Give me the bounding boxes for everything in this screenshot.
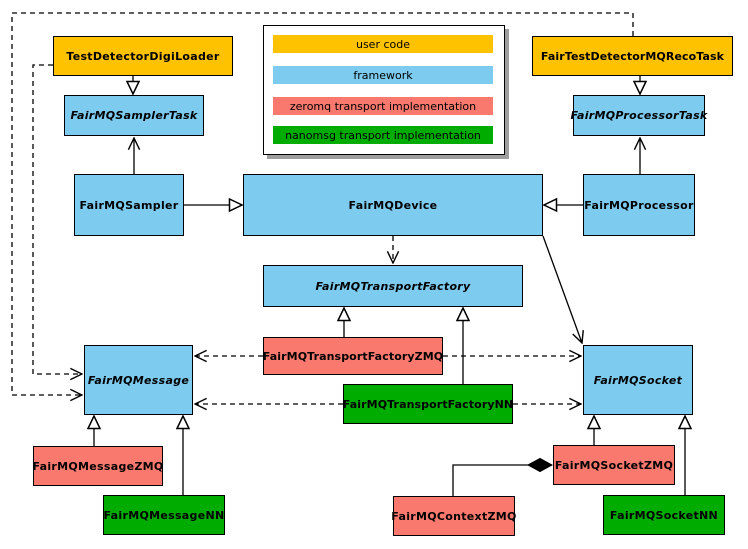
node-fairmq-sampler-task: FairMQSamplerTask: [64, 95, 204, 136]
edge-device-socket: [542, 235, 582, 343]
node-fairmq-transport-factory-zmq: FairMQTransportFactoryZMQ: [263, 337, 443, 375]
node-fairmq-sampler: FairMQSampler: [74, 174, 184, 236]
edge-contextzmq-socketzmq: [452, 465, 552, 496]
node-fairmq-context-zmq: FairMQContextZMQ: [391, 496, 516, 536]
legend-item-framework: framework: [273, 66, 493, 84]
node-fair-test-detector-mq-reco-task: FairTestDetectorMQRecoTask: [532, 36, 733, 76]
node-fairmq-processor: FairMQProcessor: [583, 174, 695, 236]
node-fairmq-message-zmq: FairMQMessageZMQ: [32, 446, 163, 486]
node-fairmq-socket-nn: FairMQSocketNN: [603, 495, 725, 535]
node-fairmq-transport-factory: FairMQTransportFactory: [263, 265, 523, 307]
node-fairmq-message: FairMQMessage: [84, 345, 193, 415]
node-fairmq-socket-zmq: FairMQSocketZMQ: [553, 445, 675, 485]
node-fairmq-processor-task: FairMQProcessorTask: [570, 95, 707, 136]
node-test-detector-digi-loader: TestDetectorDigiLoader: [53, 36, 233, 76]
legend-item-nanomsg: nanomsg transport implementation: [273, 126, 493, 144]
node-fairmq-socket: FairMQSocket: [583, 345, 693, 415]
node-fairmq-device: FairMQDevice: [243, 174, 543, 236]
node-fairmq-transport-factory-nn: FairMQTransportFactoryNN: [343, 384, 513, 424]
legend: user code framework zeromq transport imp…: [263, 25, 505, 155]
node-fairmq-message-nn: FairMQMessageNN: [103, 495, 225, 535]
legend-item-user-code: user code: [273, 35, 493, 53]
edge-digiloader-message: [32, 64, 82, 374]
edge-recotask-message: [11, 12, 634, 395]
legend-item-zeromq: zeromq transport implementation: [273, 97, 493, 115]
